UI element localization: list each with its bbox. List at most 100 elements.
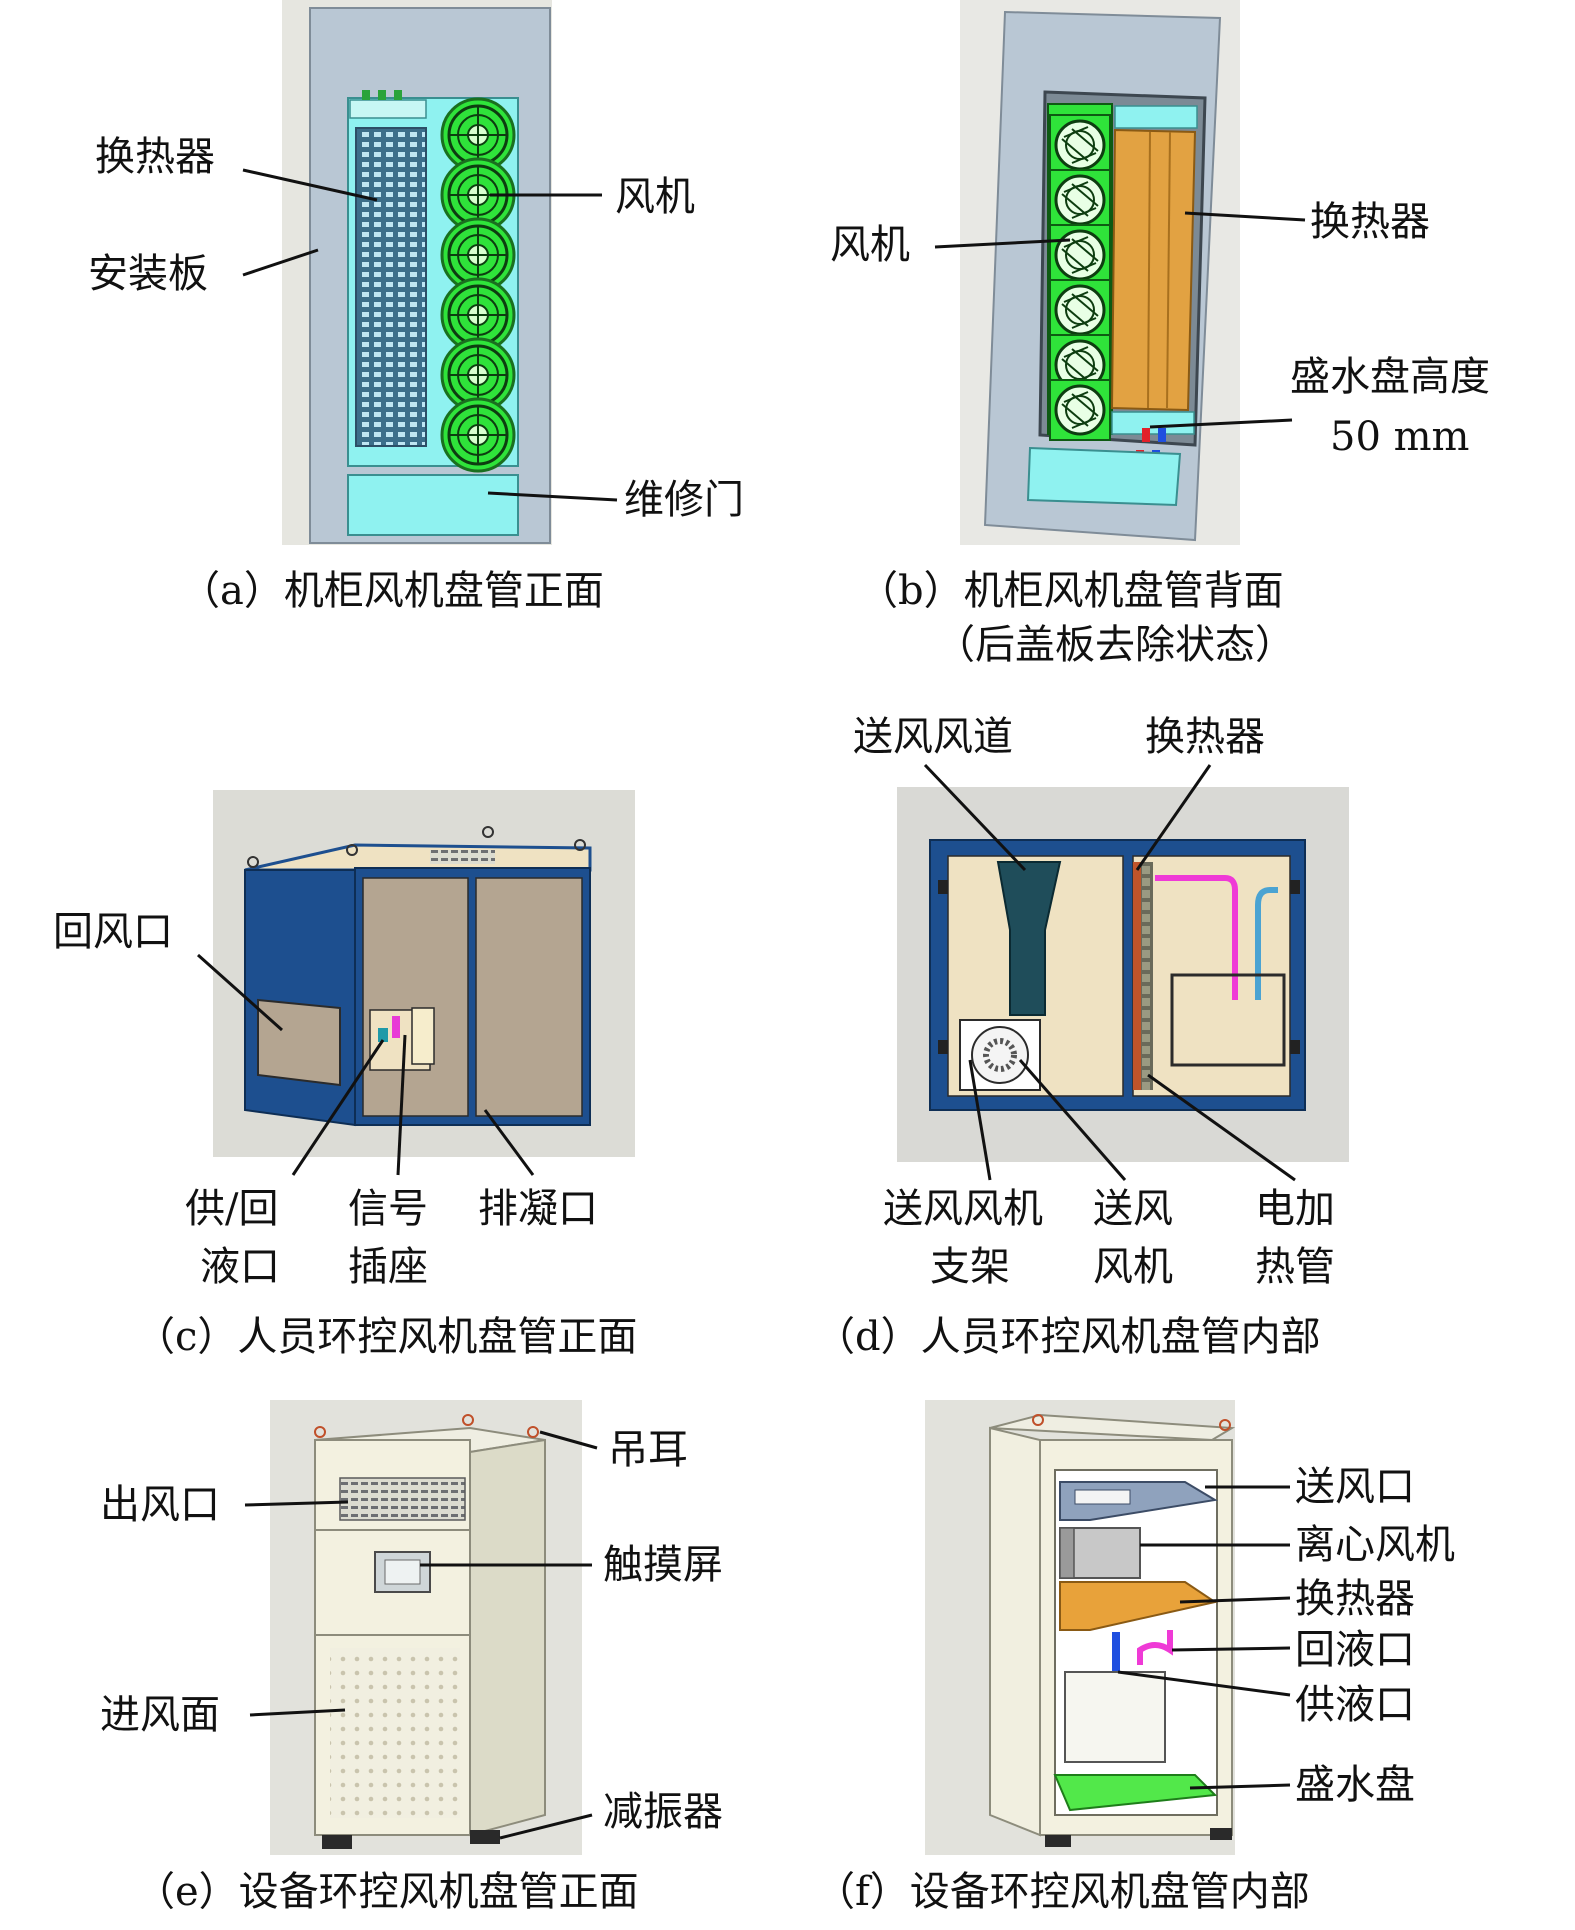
leader-heat-exchanger-f (1179, 1596, 1291, 1604)
leader-drip-tray-height (1149, 418, 1293, 429)
label-signal-socket-2: 插座 (348, 1244, 428, 1290)
label-supply-fan-2: 风机 (1093, 1244, 1173, 1290)
label-air-outlet: 出风口 (100, 1482, 220, 1528)
label-supply-duct: 送风风道 (853, 714, 1013, 760)
leader-supply-port (1117, 1670, 1291, 1697)
caption-c: （c）人员环控风机盘管正面 (135, 1314, 637, 1360)
leader-fan-bracket (968, 1059, 992, 1181)
caption-b-line1: （b）机柜风机盘管背面 (858, 568, 1284, 614)
leader-lifting-lug (539, 1430, 598, 1450)
air-intake-perforation (330, 1648, 460, 1818)
leader-heat-exchanger (242, 168, 378, 202)
leader-damper (499, 1813, 593, 1840)
pipe-blue (1158, 428, 1166, 442)
drain-box (1170, 973, 1286, 1067)
return-air-inlet (257, 998, 341, 1087)
coil-seam (1166, 131, 1171, 409)
caption-a: （a）机柜风机盘管正面 (180, 568, 604, 614)
leader-signal-socket (396, 1034, 407, 1176)
label-electric-heater-2: 热管 (1255, 1244, 1335, 1290)
caption-f: （f）设备环控风机盘管内部 (815, 1869, 1310, 1915)
lifting-ring-icon (482, 826, 494, 838)
label-return-air-inlet: 回风口 (53, 909, 173, 955)
lifting-lug-icon (1032, 1414, 1044, 1426)
lifting-lug-icon (462, 1414, 474, 1426)
panel-d: 送风风道 换热器 送风风机 支架 送风 风机 电加 热管 （d）人员环控风机盘管… (815, 714, 1349, 1360)
cabinet-opening (1054, 1469, 1218, 1816)
panel-f: 送风口 离心风机 换热器 回液口 供液口 盛水盘 （f）设备环控风机盘管内部 (815, 1400, 1455, 1915)
heater-bolt-column (1141, 862, 1153, 1090)
supply-port (378, 1028, 388, 1042)
lifting-ring-icon (346, 844, 358, 856)
mount-clip (1290, 1040, 1300, 1054)
supply-pipe (1255, 887, 1278, 1000)
label-damper: 减振器 (603, 1789, 723, 1835)
lifting-lug-icon (527, 1426, 539, 1438)
label-touch-screen: 触摸屏 (603, 1542, 723, 1588)
leader-supply-return (291, 1039, 385, 1176)
label-drip-tray-value: 50 mm (1330, 414, 1469, 460)
label-heat-exchanger-d: 换热器 (1145, 714, 1265, 760)
label-lifting-lug: 吊耳 (608, 1427, 688, 1473)
lifting-ring-icon (247, 856, 259, 868)
lifting-lug-icon (1219, 1419, 1231, 1431)
label-drip-tray-height: 盛水盘高度 (1290, 354, 1490, 400)
fan-icon (440, 397, 516, 473)
supply-pipe-blue (1112, 1632, 1120, 1672)
signal-socket (411, 1007, 435, 1065)
leader-supply-fan (1018, 1059, 1127, 1181)
panel-c: 回风口 供/回 液口 信号 插座 排凝口 （c）人员环控风机盘管正面 (53, 790, 637, 1360)
label-mounting-plate: 安装板 (88, 251, 208, 297)
leader-condensate (483, 1109, 535, 1176)
label-supply-port: 供液口 (1295, 1682, 1415, 1728)
mount-clip (938, 880, 948, 894)
drip-tray (1053, 1774, 1218, 1812)
control-box (1064, 1671, 1166, 1763)
return-pipe (1155, 875, 1238, 1000)
leader-heat-exchanger-d (1135, 764, 1212, 871)
label-supply-return-1: 供/回 (185, 1186, 278, 1232)
heat-exchanger-strip (1133, 862, 1141, 1090)
caption-e: （e）设备环控风机盘管正面 (135, 1869, 639, 1915)
label-electric-heater-1: 电加 (1255, 1186, 1335, 1232)
top-grille (430, 850, 495, 864)
leader-supply-duct (923, 763, 1027, 872)
leader-air-intake (249, 1708, 346, 1717)
leader-electric-heater (1147, 1073, 1296, 1182)
supply-duct (996, 861, 1062, 1016)
leader-return-air (197, 953, 283, 1032)
leader-return-port (1171, 1646, 1291, 1652)
top-cyan-strip (1114, 105, 1198, 129)
top-connector-bar (349, 99, 427, 119)
panel-a: 换热器 安装板 风机 维修门 （a）机柜风机盘管正面 (88, 0, 744, 614)
label-heat-exchanger: 换热器 (95, 134, 215, 180)
leader-heat-exchanger-b (1184, 211, 1306, 222)
pipe-red (1142, 428, 1150, 442)
return-port (392, 1016, 400, 1038)
cabinet-left-side (989, 1426, 1041, 1837)
connector-1 (362, 90, 370, 100)
fan-icon (1048, 223, 1112, 287)
service-door (347, 474, 519, 536)
damper-right (470, 1830, 500, 1844)
fan-icon (1048, 278, 1112, 342)
label-fan-b: 风机 (830, 222, 910, 268)
touch-screen-display (384, 1559, 421, 1585)
label-condensate-drain: 排凝口 (478, 1186, 598, 1232)
mount-clip (1290, 880, 1300, 894)
drip-tray (1111, 411, 1195, 435)
label-signal-socket-1: 信号 (348, 1186, 428, 1232)
supply-fan-hub (983, 1038, 1017, 1072)
label-drip-tray: 盛水盘 (1295, 1762, 1415, 1808)
caption-d: （d）人员环控风机盘管内部 (815, 1314, 1321, 1360)
label-fan-bracket-2: 支架 (930, 1244, 1010, 1290)
fan-icon (1048, 168, 1112, 232)
supply-air-slot (1074, 1489, 1131, 1505)
heat-exchanger-coil (355, 127, 427, 447)
air-outlet-grille (339, 1477, 466, 1521)
fan-icon (1048, 378, 1112, 442)
label-centrifugal-fan: 离心风机 (1295, 1522, 1455, 1568)
connector-2 (378, 90, 386, 100)
label-supply-air-outlet: 送风口 (1295, 1464, 1415, 1510)
label-air-intake-face: 进风面 (100, 1692, 220, 1738)
